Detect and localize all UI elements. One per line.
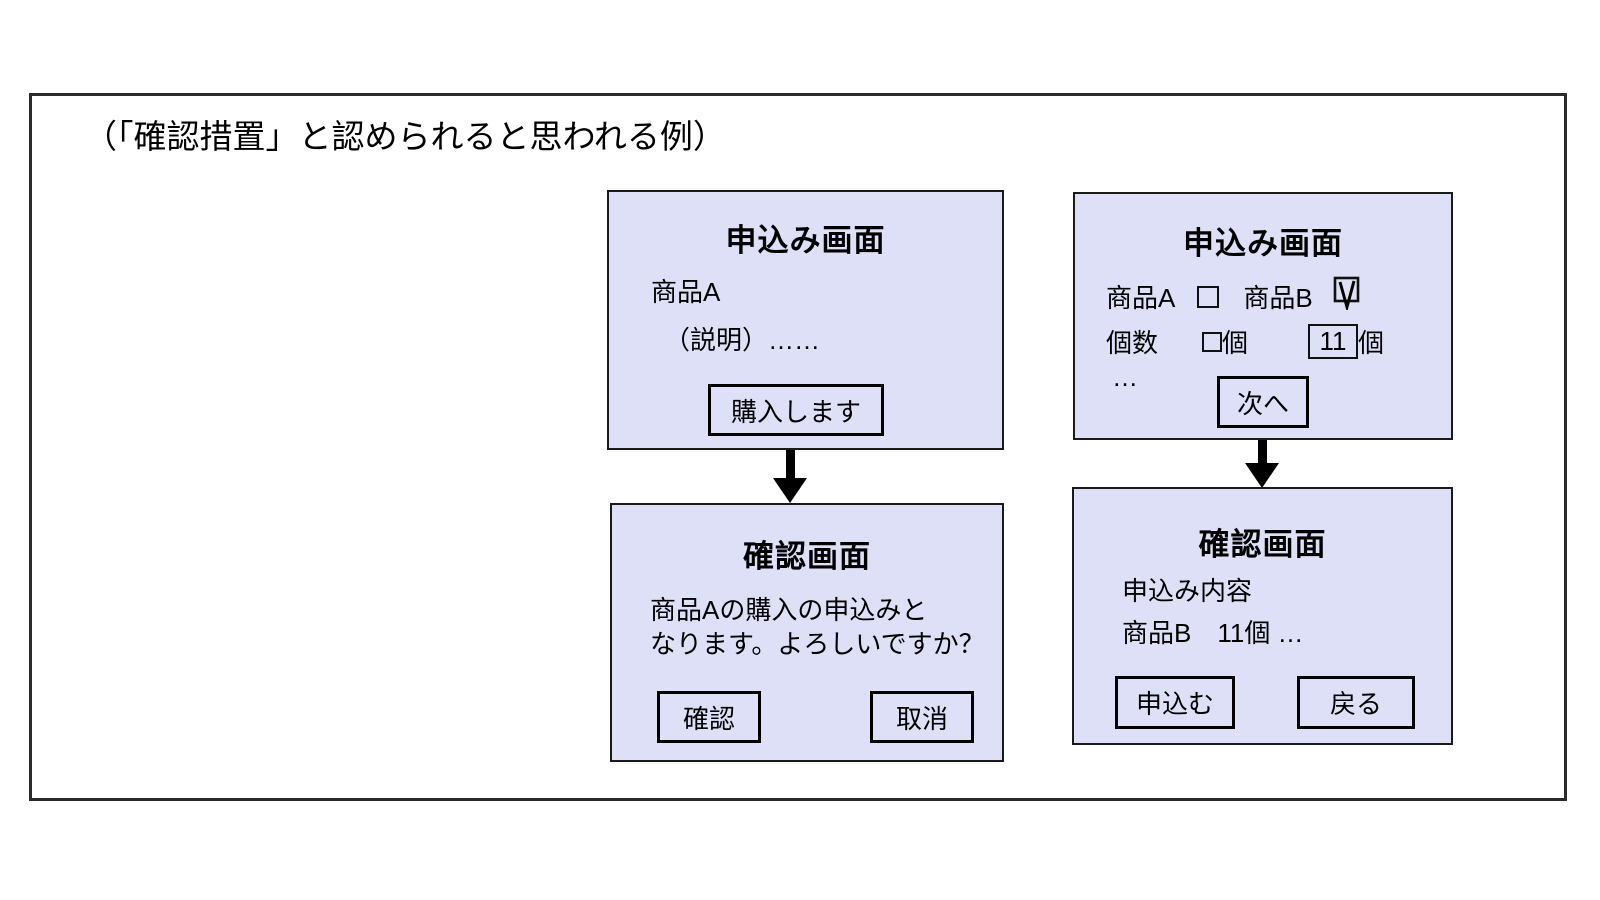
confirm-button[interactable]: 確認: [657, 691, 761, 743]
screen-title: 申込み画面: [725, 223, 886, 258]
caption: （「確認措置」と認められると思われる例）: [84, 120, 726, 156]
back-button[interactable]: 戻る: [1297, 676, 1415, 729]
product-description: （説明）……: [664, 325, 821, 355]
content-detail: 商品B 11個 …: [1122, 618, 1304, 648]
product-a-checkbox[interactable]: [1197, 285, 1220, 308]
confirmation-screen-right: 確認画面 申込み内容 商品B 11個 … 申込む 戻る: [1072, 487, 1453, 745]
screen-title: 確認画面: [1198, 527, 1327, 562]
cancel-button[interactable]: 取消: [870, 691, 974, 743]
message-line2: なります。よろしいですか？: [650, 629, 985, 659]
quantity-row: 個数 個 11 個: [1106, 323, 1384, 360]
content-heading: 申込み内容: [1122, 576, 1253, 606]
quantity-b-input[interactable]: 11: [1308, 324, 1359, 359]
unit-label: 個: [1222, 328, 1249, 358]
product-b-label: 商品B: [1243, 283, 1313, 313]
apply-button[interactable]: 申込む: [1115, 676, 1235, 729]
application-screen-left: 申込み画面 商品A （説明）…… 購入します: [607, 190, 1004, 450]
flow-arrow-right: [1245, 440, 1279, 488]
application-screen-right: 申込み画面 商品A 商品B 個数 個 11 個 … 次へ: [1073, 192, 1453, 440]
product-b-checkbox-checked[interactable]: [1333, 276, 1361, 317]
flow-arrow-left: [773, 450, 807, 503]
purchase-button[interactable]: 購入します: [708, 384, 884, 436]
product-a-label: 商品A: [651, 277, 721, 307]
product-a-label: 商品A: [1106, 283, 1176, 313]
next-button[interactable]: 次へ: [1217, 376, 1309, 428]
more-ellipsis: …: [1112, 362, 1138, 392]
screen-title: 確認画面: [743, 539, 871, 574]
quantity-a-input[interactable]: [1202, 331, 1223, 352]
confirmation-screen-left: 確認画面 商品Aの購入の申込みと なります。よろしいですか？ 確認 取消: [610, 503, 1004, 762]
quantity-label: 個数: [1106, 328, 1159, 358]
product-select-row: 商品A 商品B: [1106, 276, 1361, 317]
screen-title: 申込み画面: [1183, 226, 1343, 261]
message-line1: 商品Aの購入の申込みと: [650, 595, 928, 625]
unit-label: 個: [1358, 328, 1385, 358]
confirmation-message: 商品Aの購入の申込みと なります。よろしいですか？: [650, 593, 985, 661]
